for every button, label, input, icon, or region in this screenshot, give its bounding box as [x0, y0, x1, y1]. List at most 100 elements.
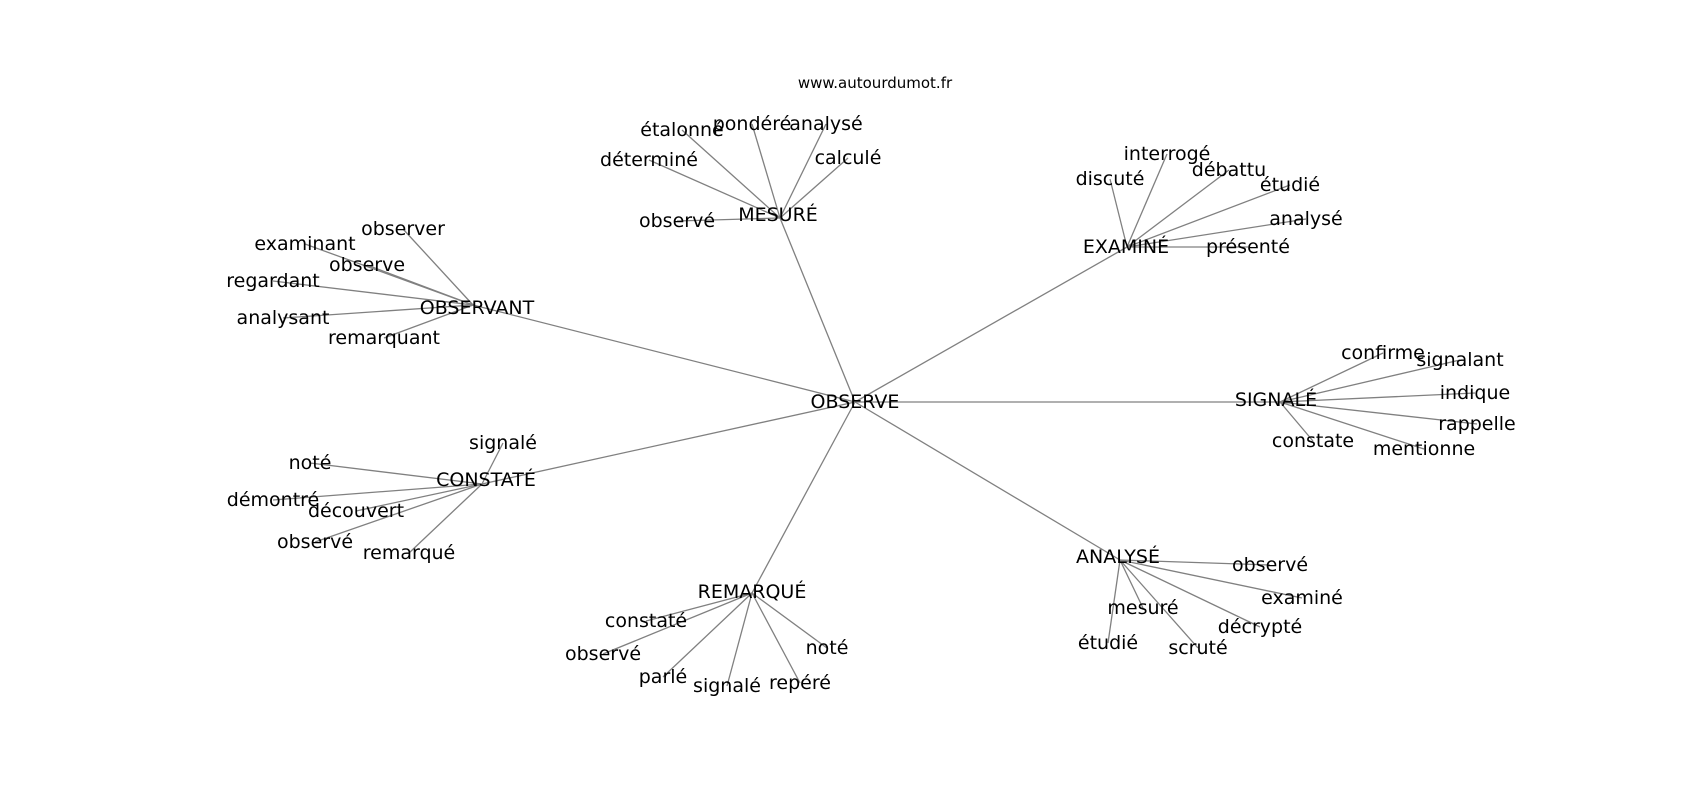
leaf-word-examine-0: interrogé [1124, 143, 1211, 165]
leaf-word-analyse-3: décrypté [1218, 616, 1302, 638]
leaf-word-remarque-2: noté [806, 637, 849, 659]
edge-analyse-leaf-0 [1119, 559, 1271, 566]
edge-observant-leaf-0 [402, 228, 474, 306]
edge-constate-leaf-0 [481, 442, 504, 485]
edge-remarque-leaf-5 [751, 592, 801, 684]
edge-constate-leaf-4 [314, 483, 483, 543]
leaf-word-constate-4: observé [277, 531, 353, 553]
hub-word-examine: EXAMINÉ [1083, 235, 1169, 258]
leaf-word-remarque-3: parlé [639, 666, 687, 688]
edge-analyse-leaf-2 [1119, 559, 1144, 609]
leaf-word-examine-3: étudié [1260, 174, 1320, 196]
edge-examine-leaf-4 [1126, 218, 1307, 248]
edge-center-remarque [751, 401, 856, 594]
edge-mesure-leaf-5 [676, 217, 781, 222]
edge-signale-leaf-4 [1279, 401, 1314, 442]
edge-examine-leaf-3 [1126, 184, 1291, 248]
edge-analyse-leaf-4 [1107, 559, 1121, 644]
leaf-word-analyse-1: examiné [1261, 587, 1343, 609]
edge-constate-leaf-3 [355, 483, 483, 512]
edge-center-mesure [779, 217, 856, 403]
hub-word-signale: SIGNALÉ [1235, 388, 1317, 411]
leaf-word-signale-4: constate [1272, 430, 1354, 452]
edge-observant-leaf-5 [383, 304, 474, 339]
edge-remarque-leaf-1 [602, 592, 753, 655]
leaf-word-signale-2: indique [1440, 382, 1510, 404]
edge-signale-leaf-0 [1279, 352, 1384, 403]
edge-signale-leaf-5 [1279, 401, 1425, 450]
leaf-word-observant-4: analysant [237, 307, 330, 329]
leaf-word-remarque-1: observé [565, 643, 641, 665]
edge-signale-leaf-2 [1279, 392, 1476, 403]
edge-constate-leaf-1 [309, 462, 483, 485]
edge-signale-leaf-3 [1279, 401, 1478, 425]
edge-mesure-leaf-0 [681, 129, 781, 219]
edge-analyse-leaf-1 [1119, 559, 1303, 599]
edge-examine-leaf-0 [1126, 153, 1168, 248]
edge-remarque-leaf-3 [662, 592, 753, 678]
edge-remarque-leaf-2 [751, 592, 828, 649]
leaf-word-mesure-2: analysé [789, 113, 862, 135]
edge-analyse-leaf-3 [1119, 559, 1261, 628]
site-url: www.autourdumot.fr [798, 74, 953, 92]
edge-remarque-leaf-4 [726, 592, 753, 687]
edge-center-observant [472, 304, 856, 403]
edge-mesure-leaf-4 [648, 159, 781, 219]
leaf-word-analyse-4: étudié [1078, 632, 1138, 654]
leaf-word-examine-2: débattu [1192, 159, 1266, 181]
leaf-word-constate-3: découvert [308, 500, 404, 522]
leaf-word-constate-0: signalé [469, 432, 537, 454]
leaf-word-signale-5: mentionne [1373, 438, 1475, 460]
leaf-word-constate-2: démontré [227, 489, 319, 511]
leaf-word-observant-0: observer [361, 218, 445, 240]
leaf-word-examine-1: discuté [1076, 168, 1145, 190]
leaf-word-mesure-4: déterminé [600, 149, 698, 171]
hub-word-remarque: REMARQUÉ [698, 580, 807, 603]
leaf-word-signale-1: signalant [1416, 349, 1503, 371]
leaf-word-mesure-0: étalonné [640, 119, 723, 141]
edge-examine-leaf-2 [1126, 169, 1230, 248]
edge-constate-leaf-5 [408, 483, 483, 554]
edge-observant-leaf-2 [366, 264, 474, 306]
leaf-word-analyse-5: scruté [1168, 637, 1227, 659]
leaf-word-remarque-0: constaté [605, 610, 687, 632]
leaf-word-remarque-4: signalé [693, 675, 761, 697]
edge-remarque-leaf-0 [645, 592, 753, 622]
edge-center-constate [481, 401, 856, 485]
leaf-word-examine-4: analysé [1269, 208, 1342, 230]
edge-mesure-leaf-1 [751, 123, 781, 219]
edge-signale-leaf-1 [1279, 359, 1461, 403]
hub-word-analyse: ANALYSÉ [1076, 545, 1160, 568]
edge-mesure-leaf-3 [779, 157, 849, 219]
leaf-word-analyse-0: observé [1232, 554, 1308, 576]
hub-word-constate: CONSTATÉ [436, 468, 536, 491]
leaf-word-mesure-5: observé [639, 210, 715, 232]
leaf-word-observant-3: regardant [226, 270, 319, 292]
leaf-word-signale-0: confirme [1341, 342, 1425, 364]
edge-constate-leaf-2 [272, 483, 483, 501]
hub-word-observant: OBSERVANT [420, 297, 535, 319]
leaf-word-remarque-5: repéré [769, 672, 831, 694]
leaf-word-mesure-3: calculé [815, 147, 882, 169]
leaf-word-analyse-2: mesuré [1107, 597, 1178, 619]
hub-word-mesure: MESURÉ [738, 203, 818, 226]
leaf-word-constate-5: remarqué [363, 542, 456, 564]
graph-nodes: www.autourdumot.frOBSERVEMESURÉétalonnép… [226, 74, 1515, 697]
edge-analyse-leaf-5 [1119, 559, 1199, 649]
leaf-word-observant-1: examinant [254, 233, 355, 255]
center-word: OBSERVE [811, 391, 900, 413]
edge-observant-leaf-4 [282, 304, 474, 319]
edge-mesure-leaf-2 [779, 123, 827, 219]
leaf-word-constate-1: noté [289, 452, 332, 474]
leaf-word-mesure-1: pondéré [713, 113, 792, 135]
leaf-word-examine-5: présenté [1206, 236, 1290, 258]
leaf-word-observant-5: remarquant [328, 327, 440, 349]
leaf-word-signale-3: rappelle [1438, 413, 1516, 435]
edge-center-analyse [854, 401, 1121, 561]
edge-examine-leaf-1 [1109, 178, 1128, 248]
graph-edges [272, 123, 1478, 687]
leaf-word-observant-2: observe [329, 254, 405, 276]
edge-observant-leaf-3 [272, 280, 474, 306]
edge-center-examine [854, 246, 1128, 403]
